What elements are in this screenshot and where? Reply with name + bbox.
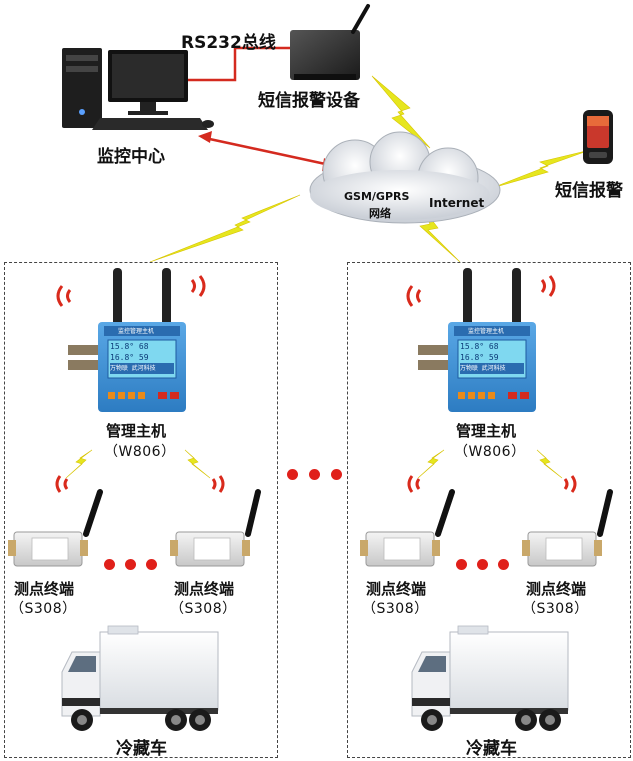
monitor-cloud-link [204, 136, 331, 167]
sms-alarm-label: 短信报警 [555, 181, 623, 201]
pc-monitor [108, 50, 188, 115]
signal-waves-group1-terminals [55, 475, 225, 493]
screen-footer: 万物联 武河科技 [110, 363, 174, 374]
host-model-group1: （W806） [104, 444, 176, 460]
ellipsis-dot [125, 559, 136, 570]
terminal-model-g2-right: （S308） [522, 601, 589, 617]
group-box-left [4, 262, 278, 758]
mobile-phone [583, 110, 613, 164]
ellipsis-dot [146, 559, 157, 570]
rs232-wire [188, 46, 300, 82]
host-title-group1: 监控管理主机 [118, 328, 155, 335]
host-label-group2: 管理主机 [456, 422, 517, 440]
host-model-group2: （W806） [454, 444, 526, 460]
network-cloud [309, 131, 501, 224]
host-title-group2: 监控管理主机 [468, 328, 505, 335]
rs232-bus-label: RS232总线 [181, 33, 276, 53]
terminal-label-g1-right: 测点终端 [174, 580, 235, 598]
monitor-center-label: 监控中心 [97, 147, 165, 167]
ellipsis-dot [331, 469, 342, 480]
screen-line: 15.8° 68 [110, 342, 149, 351]
group-box-right [347, 262, 631, 758]
screen-line: 16.8° 59 [110, 353, 149, 362]
ellipsis-dot [498, 559, 509, 570]
sms-alarm-device [290, 4, 370, 80]
truck-label-group1: 冷藏车 [116, 739, 167, 759]
screen-footer: 万物联 武河科技 [460, 363, 524, 374]
terminal-device-g2-right [522, 489, 613, 567]
ellipsis-dot [104, 559, 115, 570]
terminal-model-g2-left: （S308） [362, 601, 429, 617]
ellipsis-dot [477, 559, 488, 570]
pc-keyboard [92, 118, 214, 130]
host-screen-group1: 15.8° 68 16.8° 59 万物联 武河科技 [108, 340, 176, 378]
terminal-label-g1-left: 测点终端 [14, 580, 75, 598]
cloud-gsm-label: GSM/GPRS [344, 190, 410, 203]
ellipsis-dot [456, 559, 467, 570]
wireless-links-group2 [417, 449, 563, 479]
signal-waves-group2-terminals [407, 475, 577, 493]
wireless-link-cloud-host1 [149, 194, 301, 263]
screen-line: 16.8° 59 [460, 353, 499, 362]
wireless-links-group1 [65, 449, 211, 479]
cloud-network-label: 网络 [369, 207, 391, 220]
host-screen-group2: 15.8° 68 16.8° 59 万物联 武河科技 [458, 340, 526, 378]
terminal-device-g1-left [8, 489, 103, 567]
refrigerated-truck-group1 [61, 625, 219, 731]
signal-waves-group2-host [406, 275, 556, 307]
terminal-model-g1-right: （S308） [170, 601, 237, 617]
terminal-device-g1-right [170, 489, 261, 567]
signal-waves-group1-host [56, 275, 206, 307]
ellipsis-dot [287, 469, 298, 480]
cloud-internet-label: Internet [429, 196, 485, 210]
screen-line: 15.8° 68 [460, 342, 499, 351]
ellipsis-dot [309, 469, 320, 480]
truck-label-group2: 冷藏车 [466, 739, 517, 759]
terminal-model-g1-left: （S308） [10, 601, 77, 617]
wireless-link-sms-cloud [371, 75, 431, 149]
terminal-label-g2-right: 测点终端 [526, 580, 587, 598]
terminal-label-g2-left: 测点终端 [366, 580, 427, 598]
sms-device-label: 短信报警设备 [258, 91, 360, 111]
refrigerated-truck-group2 [411, 625, 569, 731]
pc-tower [62, 48, 102, 128]
terminal-device-g2-left [360, 489, 455, 567]
host-label-group1: 管理主机 [106, 422, 167, 440]
